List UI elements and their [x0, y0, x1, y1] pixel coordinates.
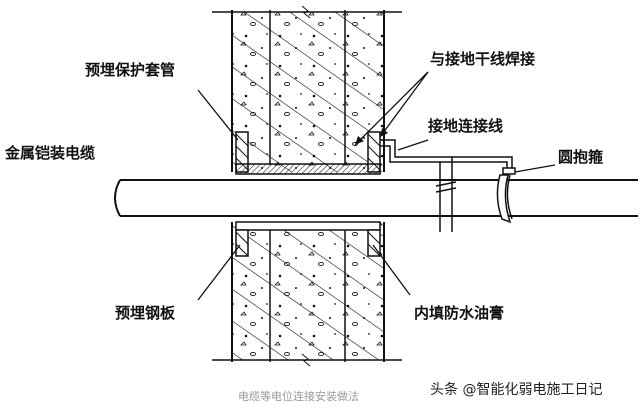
caption: 电缆等电位连接安装做法 — [238, 389, 359, 403]
label-ground-weld: 与接地干线焊接 — [430, 50, 535, 68]
label-ground-wire: 接地连接线 — [428, 117, 503, 135]
arrowheads — [355, 128, 388, 145]
ground-wire — [380, 139, 513, 232]
embedded-plate-bottom — [235, 221, 381, 257]
label-embedded-sleeve: 预埋保护套管 — [85, 61, 175, 79]
upper-wall — [212, 5, 402, 172]
lower-wall — [212, 222, 402, 367]
leader-lines — [197, 71, 556, 301]
label-waterproof-fill: 内填防水油膏 — [414, 304, 504, 322]
armored-cable — [114, 179, 638, 217]
embedded-sleeve-top — [235, 131, 381, 175]
hoop-clamp — [496, 167, 516, 224]
label-armored-cable: 金属铠装电缆 — [4, 144, 95, 162]
label-embedded-plate: 预埋钢板 — [115, 304, 176, 322]
watermark: 头条 @智能化弱电施工日记 — [430, 381, 602, 398]
label-hoop-clamp: 圆抱箍 — [558, 148, 603, 166]
